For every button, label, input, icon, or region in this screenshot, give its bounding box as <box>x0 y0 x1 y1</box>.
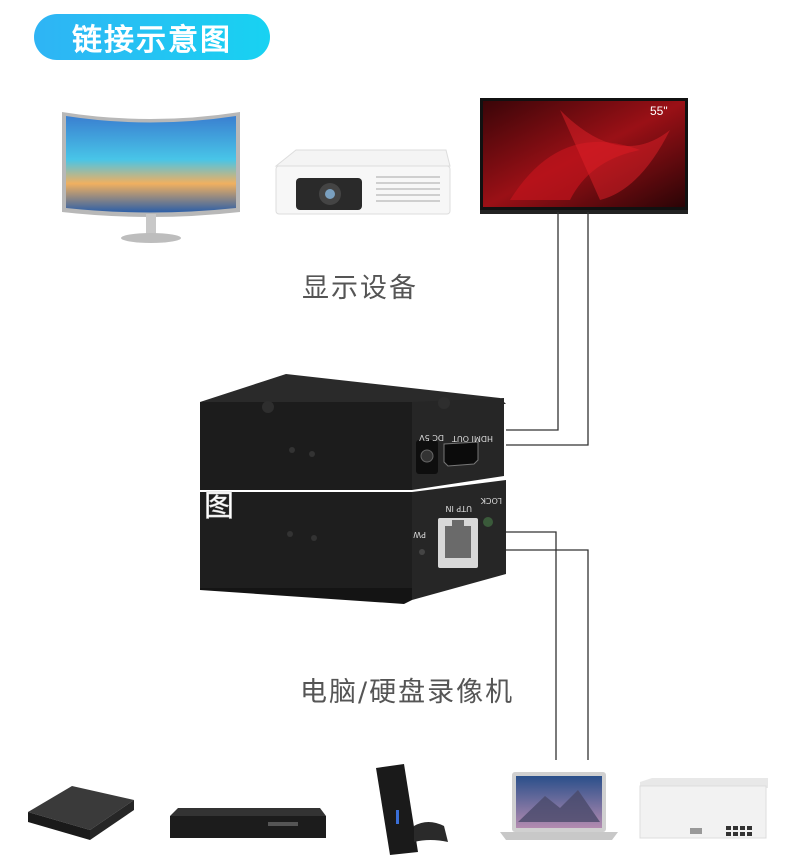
source-devices-label: 电脑/硬盘录像机 <box>300 677 515 708</box>
tv-icon <box>480 98 688 214</box>
hdmi-extender-top-unit <box>200 374 506 490</box>
dc-port-label: DC 5V <box>419 433 444 442</box>
game-console-icon <box>376 764 448 855</box>
pw-label: PW <box>413 530 426 539</box>
hdmi-extender-bottom-unit <box>200 480 506 604</box>
utp-in-label: UTP IN <box>446 504 472 513</box>
tv-box-icon <box>28 786 134 840</box>
projector-icon <box>274 149 451 215</box>
hdmi-cable-lines <box>506 212 589 760</box>
diagram-title: 链接示意图 <box>34 14 270 60</box>
curved-monitor-icon <box>62 112 240 243</box>
blu-ray-player-icon <box>170 808 326 838</box>
tv-size-text: 55" <box>650 104 668 118</box>
nvr-recorder-icon <box>639 778 768 839</box>
device-side-char: 图 <box>204 489 234 524</box>
hdmi-out-label: HDMI OUT <box>452 434 493 443</box>
lock-label: LOCK <box>480 496 502 505</box>
laptop-icon <box>500 772 618 840</box>
display-devices-label: 显示设备 <box>302 273 418 304</box>
